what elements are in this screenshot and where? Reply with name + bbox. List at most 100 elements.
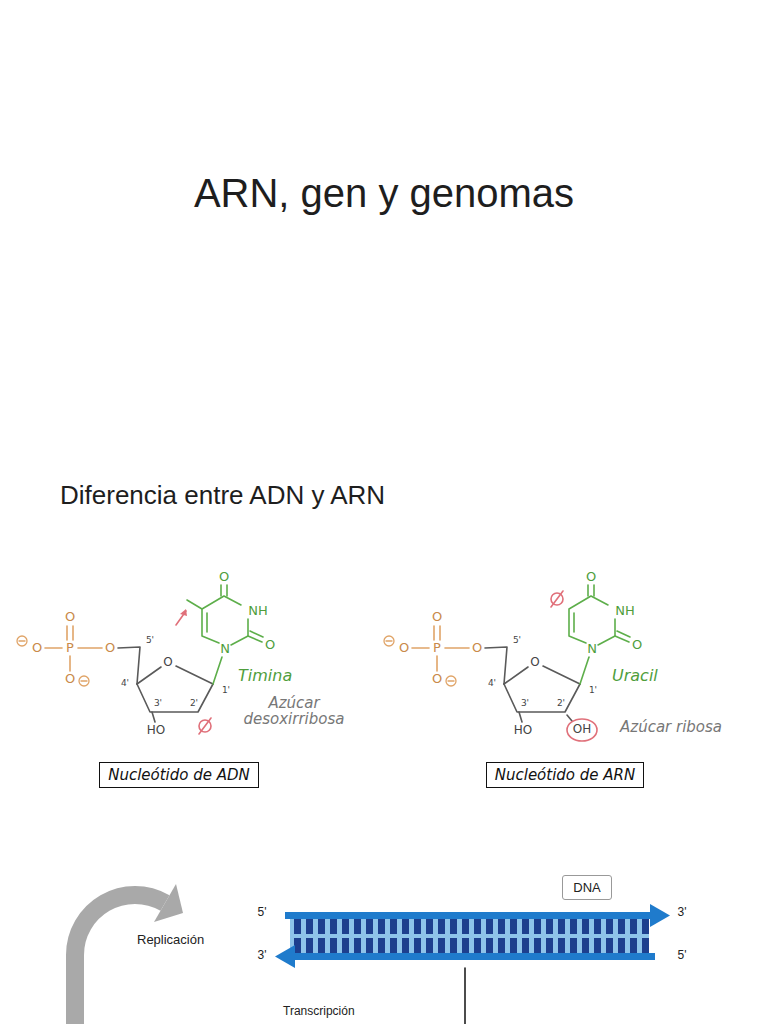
bond-line xyxy=(69,656,71,671)
cycle-arrow xyxy=(75,895,165,1024)
base-pair xyxy=(498,934,505,938)
atom: O xyxy=(105,641,115,655)
atom: O xyxy=(163,656,172,669)
pointer-arrow xyxy=(180,609,187,616)
carbon-number: 1' xyxy=(222,686,230,696)
base-pair xyxy=(462,934,469,938)
base-pair xyxy=(354,934,361,938)
carbon-number: 2' xyxy=(557,699,565,709)
bond-line xyxy=(519,712,522,722)
bond-line xyxy=(615,636,629,642)
process-label: Transcripción xyxy=(283,1005,355,1018)
atom: O xyxy=(65,610,75,624)
base-pair xyxy=(402,934,409,938)
absent-symbol xyxy=(551,591,563,607)
atom: P xyxy=(66,641,74,655)
base-pair xyxy=(378,919,385,953)
base-pair xyxy=(582,934,589,938)
bond-line xyxy=(436,656,438,671)
bond-line xyxy=(569,596,608,643)
bond-line xyxy=(543,666,580,684)
base-pair xyxy=(618,919,625,953)
atom: O xyxy=(432,610,442,624)
base-pair xyxy=(546,919,553,953)
base-name: Timina xyxy=(238,667,292,685)
sugar-name: Azúcar desoxirribosa xyxy=(232,696,356,728)
bond-line xyxy=(250,631,263,637)
bond-line xyxy=(433,626,435,640)
base-pair xyxy=(342,919,349,953)
atom: O xyxy=(32,641,42,655)
dna-strand xyxy=(293,953,655,960)
absent-symbol xyxy=(199,718,211,734)
base-pair xyxy=(486,934,493,938)
base-pair xyxy=(450,919,457,953)
atom: O xyxy=(219,570,229,584)
base-pair xyxy=(426,919,433,953)
base-pair xyxy=(606,919,613,953)
atom: P xyxy=(433,641,441,655)
base-pair xyxy=(438,934,445,938)
carbon-number: 3' xyxy=(154,699,162,709)
bond-line xyxy=(445,647,469,649)
base-pair xyxy=(414,934,421,938)
base-pair xyxy=(318,919,325,953)
bond-line xyxy=(137,667,161,684)
base-pair xyxy=(558,919,565,953)
base-pair xyxy=(594,919,601,953)
base-pair xyxy=(606,934,613,938)
base-pair xyxy=(402,919,409,953)
base-pair xyxy=(366,934,373,938)
strand-end: 3' xyxy=(258,949,267,962)
atom: NH xyxy=(615,604,635,618)
carbon-number: 3' xyxy=(521,699,529,709)
atom: O xyxy=(65,672,75,686)
bond-line xyxy=(587,585,589,596)
base-pair xyxy=(330,934,337,938)
base-pair xyxy=(630,919,637,953)
dna-strand xyxy=(285,912,653,919)
base-pair xyxy=(294,919,301,953)
base-pair xyxy=(342,934,349,938)
dna-strand xyxy=(275,945,295,968)
bond-line xyxy=(504,667,528,684)
carbon-number: 1' xyxy=(589,686,597,696)
strand-end: 3' xyxy=(678,906,687,919)
bond-line xyxy=(617,631,630,637)
bond-line xyxy=(231,619,248,645)
strand-end: 5' xyxy=(258,906,267,919)
bond-line xyxy=(137,684,213,712)
atom: N xyxy=(220,642,230,656)
cycle-arrow xyxy=(154,884,183,922)
base-pair xyxy=(534,919,541,953)
atom: O xyxy=(472,641,482,655)
bond-line xyxy=(593,585,595,596)
bond-line xyxy=(598,619,615,645)
atom: O xyxy=(265,638,275,652)
bond-line xyxy=(567,715,572,721)
strand-end: 5' xyxy=(678,949,687,962)
bond-line xyxy=(220,585,222,596)
bond-line xyxy=(152,712,155,722)
charge-symbol xyxy=(81,680,87,681)
bond-line xyxy=(504,684,580,712)
sugar-name: Azúcar ribosa xyxy=(620,720,722,736)
base-pair xyxy=(642,934,649,938)
helix-band xyxy=(290,919,648,953)
base-pair xyxy=(306,934,313,938)
base-pair xyxy=(570,919,577,953)
base-name: Uracil xyxy=(612,667,658,685)
highlight-circle xyxy=(567,719,597,741)
base-pair xyxy=(642,919,649,953)
base-pair xyxy=(498,919,505,953)
process-label: Replicación xyxy=(137,933,204,947)
base-pair xyxy=(354,919,361,953)
base-pair xyxy=(450,934,457,938)
process-line xyxy=(464,968,466,1024)
base-pair xyxy=(378,934,385,938)
atom: HO xyxy=(147,724,165,737)
carbon-number: 4' xyxy=(488,679,496,689)
base-pair xyxy=(474,934,481,938)
charge-symbol xyxy=(446,676,456,686)
